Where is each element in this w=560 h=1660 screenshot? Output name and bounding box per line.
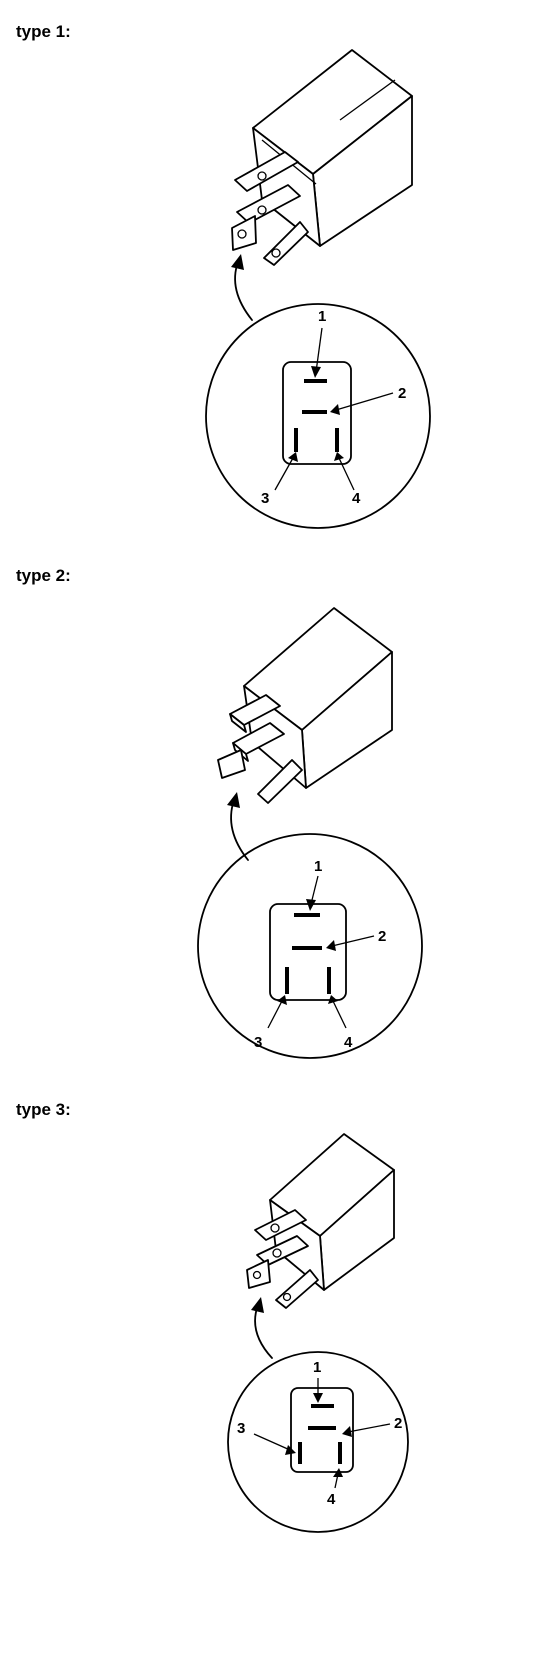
pin-label-3: 3 — [237, 1420, 245, 1437]
pin-label-3: 3 — [261, 490, 269, 507]
pin-label-4: 4 — [352, 490, 361, 507]
pin-callouts — [253, 1378, 391, 1489]
relay-body-illustration — [246, 1133, 395, 1309]
pin-outline — [269, 903, 347, 1001]
pin-label-1: 1 — [318, 308, 326, 325]
view-arrow — [251, 1297, 273, 1359]
relay-body-illustration — [217, 607, 393, 804]
pin-label-2: 2 — [378, 928, 386, 945]
pin-label-1: 1 — [313, 1359, 321, 1376]
view-arrow — [231, 254, 253, 321]
pin-label-3: 3 — [254, 1034, 262, 1051]
pin-view-circle — [227, 1351, 409, 1533]
type-1-relay-diagram: 1 2 3 4 — [205, 49, 431, 529]
pin-outline — [290, 1387, 354, 1473]
type-2-relay-diagram: 1 2 3 4 — [197, 607, 423, 1059]
pin-label-4: 4 — [327, 1491, 336, 1508]
type-2-label: type 2: — [16, 566, 71, 585]
type-3-label: type 3: — [16, 1100, 71, 1119]
type-1-label: type 1: — [16, 22, 71, 41]
view-arrow — [227, 792, 249, 861]
pin-callouts — [274, 327, 394, 491]
pin-view-circle — [205, 303, 431, 529]
pin-view-circle — [197, 833, 423, 1059]
pin-label-4: 4 — [344, 1034, 353, 1051]
pin-label-2: 2 — [398, 385, 406, 402]
relay-body-illustration — [231, 49, 413, 266]
type-3-relay-diagram: 1 2 3 4 — [227, 1133, 409, 1533]
pin-label-1: 1 — [314, 858, 322, 875]
pin-label-2: 2 — [394, 1415, 402, 1432]
pin-callouts — [267, 875, 375, 1029]
